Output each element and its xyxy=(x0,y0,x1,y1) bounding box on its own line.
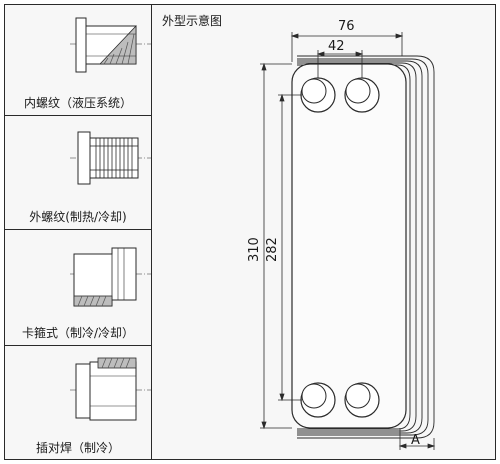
external-thread-label: 外螺纹(制热/冷却) xyxy=(29,210,127,224)
connection-types-panel: 内螺纹（液压系统） xyxy=(4,4,152,460)
dim-port-spacing-lines xyxy=(316,50,364,78)
dim-port-spacing-label: 42 xyxy=(328,39,345,54)
clamp-label: 卡箍式（制冷/冷却） xyxy=(21,326,135,340)
diagram-title: 外型示意图 xyxy=(162,14,223,28)
dim-port-height-label: 282 xyxy=(265,237,280,262)
port-bottom-right xyxy=(344,382,380,418)
external-thread-drawing xyxy=(70,131,152,185)
dim-depth-lines xyxy=(398,428,436,450)
plate-stack xyxy=(297,55,435,439)
socket-weld-drawing xyxy=(70,357,152,421)
dim-height-lines xyxy=(260,62,292,430)
plate-heat-exchanger-drawing: 76 42 310 xyxy=(247,19,436,450)
dim-width-label: 76 xyxy=(338,19,355,34)
dimension-drawing-panel: 外型示意图 xyxy=(152,4,496,460)
clamp-drawing xyxy=(70,247,152,307)
internal-thread-label: 内螺纹（液压系统） xyxy=(23,96,132,110)
dim-depth-label: A xyxy=(411,433,420,448)
dim-port-height-lines xyxy=(278,93,302,402)
connection-clamp: 卡箍式（制冷/冷却） xyxy=(4,230,152,346)
port-top-right xyxy=(344,77,380,113)
port-bottom-left xyxy=(300,382,336,418)
connection-socket-weld: 插对焊（制冷） xyxy=(4,346,152,460)
connection-internal-thread: 内螺纹（液压系统） xyxy=(4,4,152,116)
front-plate xyxy=(291,63,407,429)
dim-height-label: 310 xyxy=(247,237,262,262)
dim-width-lines xyxy=(290,32,404,62)
internal-thread-drawing xyxy=(70,17,152,73)
connection-external-thread: 外螺纹(制热/冷却) xyxy=(4,116,152,230)
socket-weld-label: 插对焊（制冷） xyxy=(35,441,120,455)
port-top-left xyxy=(300,77,336,113)
